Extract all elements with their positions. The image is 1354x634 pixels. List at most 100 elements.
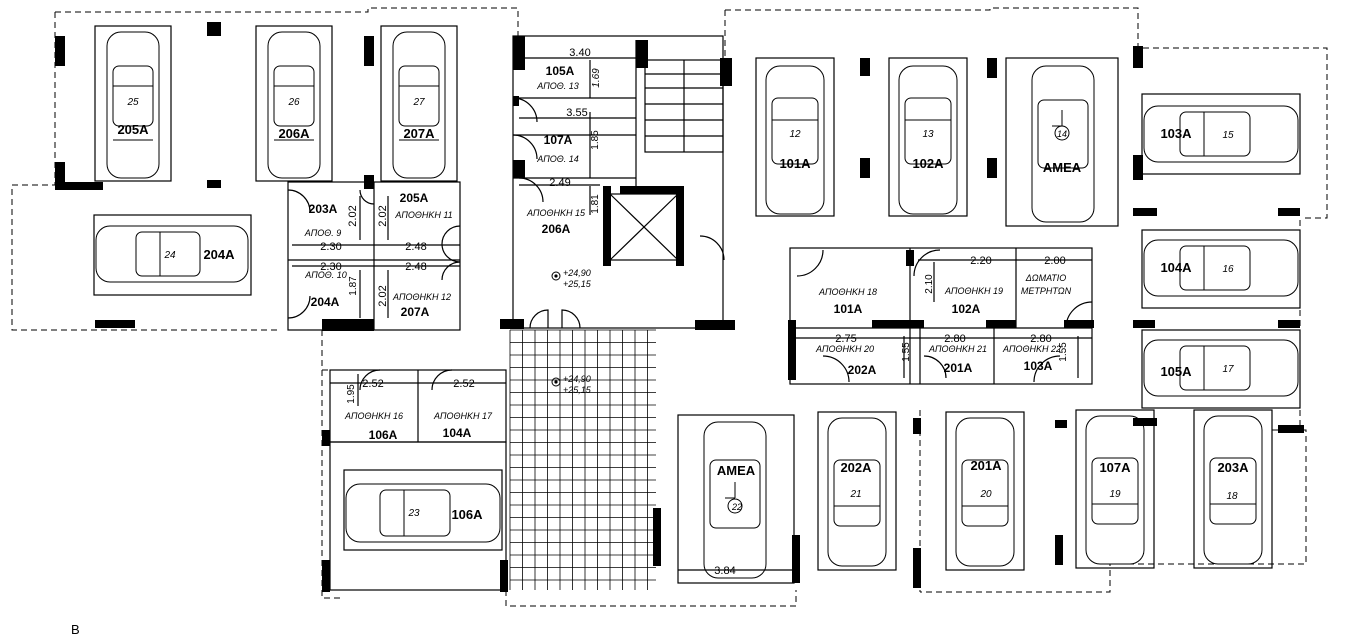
level-value-lower: +25,15 bbox=[563, 279, 592, 289]
space-number: 26 bbox=[287, 97, 300, 108]
storage-owner: 204A bbox=[311, 295, 340, 309]
space-owner: 105A bbox=[1160, 364, 1192, 379]
tiled-area bbox=[509, 329, 656, 590]
space-owner: 207A bbox=[403, 126, 435, 141]
storage-name: ΑΠΟΘΗΚΗ 16 bbox=[344, 411, 403, 421]
level-value-upper: +24,90 bbox=[563, 268, 591, 278]
dim-2-10: 2.10 bbox=[924, 274, 935, 294]
boundary-lines bbox=[11, 7, 1328, 607]
space-number: 15 bbox=[1222, 130, 1234, 141]
dim-3-84: 3.84 bbox=[714, 565, 735, 577]
dim-2-49: 2.49 bbox=[549, 177, 570, 189]
parking-space-20: 20 201A bbox=[945, 411, 1025, 571]
space-number: 16 bbox=[1222, 264, 1234, 275]
space-owner: 206A bbox=[278, 126, 310, 141]
space-number: 19 bbox=[1109, 489, 1121, 500]
dim-2-52-b: 2.52 bbox=[453, 378, 474, 390]
dim-3-40: 3.40 bbox=[569, 47, 590, 59]
storage-name: ΑΠΟΘ. 14 bbox=[536, 154, 579, 164]
dim-2-20: 2.20 bbox=[970, 255, 991, 267]
parking-space-22: 22 AMEA bbox=[677, 414, 795, 584]
space-number: 22 bbox=[731, 502, 742, 512]
parking-space-24: 24 204A bbox=[93, 214, 252, 296]
door-swings bbox=[287, 97, 1093, 391]
parking-space-23: 23 106A bbox=[343, 469, 503, 551]
space-number: 12 bbox=[789, 129, 801, 140]
parking-space-27: 27 207A bbox=[380, 25, 458, 182]
space-number: 20 bbox=[979, 489, 992, 500]
space-owner: AMEA bbox=[717, 463, 756, 478]
dim-2-02-a: 2.02 bbox=[347, 205, 359, 226]
level-mark: B bbox=[71, 622, 80, 634]
storage-owner: 202A bbox=[848, 363, 877, 377]
storage-name: ΑΠΟΘΗΚΗ 15 bbox=[526, 208, 586, 218]
storage-name: ΑΠΟΘΗΚΗ 21 bbox=[928, 344, 987, 354]
dim-2-00: 2.00 bbox=[1044, 255, 1065, 267]
parking-space-19: 19 107A bbox=[1075, 409, 1155, 569]
storage-name: ΑΠΟΘΗΚΗ 20 bbox=[815, 344, 874, 354]
dim-2-30-b: 2.30 bbox=[320, 261, 341, 273]
space-number: 27 bbox=[412, 97, 425, 108]
space-owner: 201A bbox=[970, 458, 1002, 473]
storage-owner: 205A bbox=[400, 191, 429, 205]
meter-room-line1: ΔΩΜΑΤΙΟ bbox=[1025, 273, 1067, 283]
storage-name: ΑΠΟΘΗΚΗ 12 bbox=[392, 292, 451, 302]
dim-2-80-a: 2.80 bbox=[944, 333, 965, 345]
space-owner: AMEA bbox=[1043, 160, 1082, 175]
parking-space-14: 14 AMEA bbox=[1005, 57, 1119, 227]
room-walls bbox=[287, 35, 1093, 591]
dim-1-87: 1.87 bbox=[348, 276, 359, 296]
storage-labels: 105A ΑΠΟΘ. 13 107A ΑΠΟΘ. 14 ΑΠΟΘΗΚΗ 15 2… bbox=[304, 64, 1072, 442]
storage-name: ΑΠΟΘΗΚΗ 19 bbox=[944, 286, 1003, 296]
storage-owner: 104A bbox=[443, 426, 472, 440]
dim-1-95: 1.95 bbox=[346, 384, 357, 404]
storage-name: ΑΠΟΘ. 13 bbox=[536, 81, 579, 91]
space-number: 13 bbox=[922, 129, 934, 140]
storage-owner: 105A bbox=[546, 64, 575, 78]
parking-space-17: 17 105A bbox=[1141, 329, 1301, 409]
parking-space-25: 25 205A bbox=[94, 25, 172, 182]
space-number: 18 bbox=[1226, 491, 1238, 502]
dim-2-02-b: 2.02 bbox=[377, 205, 389, 226]
dim-3-55: 3.55 bbox=[566, 107, 587, 119]
space-owner: 103A bbox=[1160, 126, 1192, 141]
dim-2-52-a: 2.52 bbox=[362, 378, 383, 390]
dim-2-48-b: 2.48 bbox=[405, 261, 426, 273]
parking-space-26: 26 206A bbox=[255, 25, 333, 182]
dim-1-55-a: 1.55 bbox=[901, 342, 912, 362]
level-markers: +24,90 +25,15 +24,90 +25,15 bbox=[551, 268, 592, 395]
dim-1-55-b: 1.55 bbox=[1058, 342, 1069, 362]
parking-space-13: 13 102A bbox=[888, 57, 968, 217]
storage-owner: 103A bbox=[1024, 359, 1053, 373]
space-number: 23 bbox=[407, 508, 420, 519]
storage-name: ΑΠΟΘ. 10 bbox=[304, 270, 347, 280]
space-owner: 102A bbox=[912, 156, 944, 171]
space-owner: 204A bbox=[203, 247, 235, 262]
dim-2-80-b: 2.80 bbox=[1030, 333, 1051, 345]
storage-name: ΑΠΟΘΗΚΗ 18 bbox=[818, 287, 877, 297]
space-owner: 205A bbox=[117, 122, 149, 137]
dim-1-81: 1.81 bbox=[590, 194, 601, 214]
dim-2-75: 2.75 bbox=[835, 333, 856, 345]
storage-owner: 107A bbox=[544, 133, 573, 147]
storage-owner: 102A bbox=[952, 302, 981, 316]
dimension-lines: 3.40 1.69 3.55 1.85 2.49 1.81 2.02 2.02 … bbox=[292, 47, 1092, 577]
storage-name: ΑΠΟΘΗΚΗ 17 bbox=[433, 411, 493, 421]
structural-columns bbox=[55, 22, 1304, 592]
storage-name: ΑΠΟΘΗΚΗ 11 bbox=[394, 210, 452, 220]
parking-space-15: 15 103A bbox=[1141, 93, 1301, 175]
dim-2-48-a: 2.48 bbox=[405, 241, 426, 253]
level-value-lower: +25,15 bbox=[563, 385, 592, 395]
dim-2-30-a: 2.30 bbox=[320, 241, 341, 253]
space-owner: 106A bbox=[451, 507, 483, 522]
storage-owner: 106A bbox=[369, 428, 398, 442]
meter-room-line2: ΜΕΤΡΗΤΩΝ bbox=[1021, 286, 1072, 296]
storage-owner: 101A bbox=[834, 302, 863, 316]
storage-owner: 207A bbox=[401, 305, 430, 319]
storage-owner: 206A bbox=[542, 222, 571, 236]
dim-1-69: 1.69 bbox=[591, 68, 602, 88]
space-owner: 107A bbox=[1099, 460, 1131, 475]
parking-space-21: 21 202A bbox=[817, 411, 897, 571]
space-number: 21 bbox=[849, 489, 861, 500]
